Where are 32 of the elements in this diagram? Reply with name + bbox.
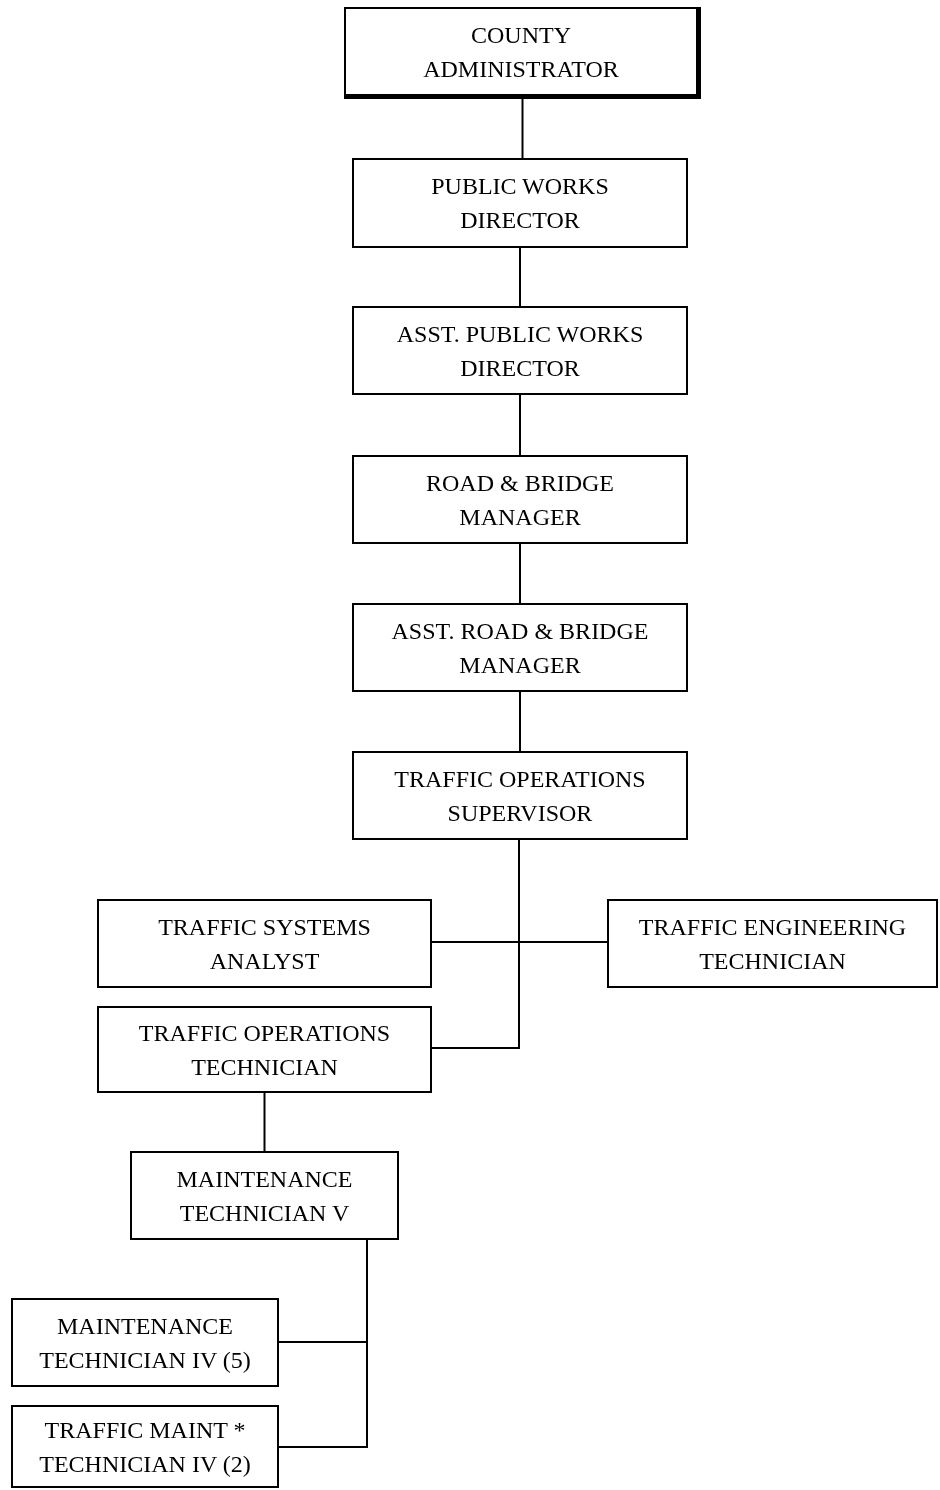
position-title: TRAFFIC SYSTEMS ANALYST [157,912,372,976]
connector-line [519,543,521,604]
connector-line [278,1239,368,1448]
position-title: TRAFFIC OPERATIONS SUPERVISOR [393,764,647,828]
shadowed-position-box [344,7,701,99]
position-title: ROAD & BRIDGE MANAGER [425,468,615,532]
position-box [97,1006,432,1093]
connector-line [263,1092,266,1152]
position-title: TRAFFIC ENGINEERING TECHNICIAN [637,912,908,976]
position-title: ASST. ROAD & BRIDGE MANAGER [390,616,650,680]
position-box [352,751,688,840]
position-title: PUBLIC WORKS DIRECTOR [430,172,610,235]
connector-line [519,394,521,456]
connector-line [521,98,524,159]
connector-line [519,691,521,752]
position-box [607,899,938,988]
position-box [97,899,432,988]
position-box [130,1151,399,1240]
position-box [352,603,688,692]
position-box [352,306,688,395]
position-title: TRAFFIC MAINT * TECHNICIAN IV (2) [38,1415,252,1479]
position-box [352,455,688,544]
position-box [11,1405,279,1488]
position-title: COUNTY ADMINISTRATOR [422,20,620,84]
position-box [11,1298,279,1387]
connector-line [431,839,520,1049]
position-title: TRAFFIC OPERATIONS TECHNICIAN [137,1018,392,1082]
position-title: MAINTENANCE TECHNICIAN V [175,1164,354,1228]
position-title: MAINTENANCE TECHNICIAN IV (5) [38,1311,252,1375]
position-title: ASST. PUBLIC WORKS DIRECTOR [395,319,645,383]
position-box [352,158,688,248]
connector-line [519,247,521,307]
